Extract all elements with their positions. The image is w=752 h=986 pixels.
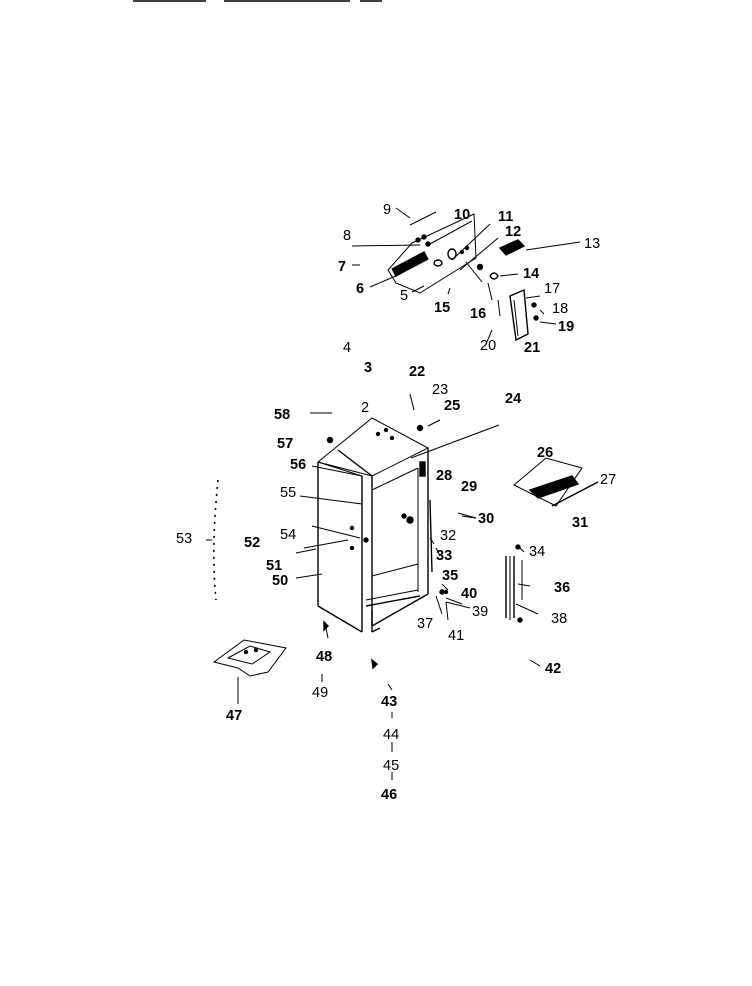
callout-32: 32: [440, 528, 456, 544]
callout-42: 42: [545, 661, 561, 677]
callout-26: 26: [537, 445, 553, 461]
callout-6: 6: [356, 281, 364, 297]
callout-41: 41: [448, 628, 464, 644]
callout-37: 37: [417, 616, 433, 632]
callout-38: 38: [551, 611, 567, 627]
callout-2: 2: [361, 400, 369, 416]
callout-48: 48: [316, 649, 332, 665]
leader-lines: [206, 207, 581, 667]
callout-56: 56: [290, 457, 306, 473]
callout-21: 21: [524, 340, 540, 356]
bottom-panel: [212, 639, 287, 704]
callout-49: 49: [312, 685, 328, 701]
callout-8: 8: [343, 228, 351, 244]
hinge-parts: [435, 544, 523, 623]
callout-20: 20: [480, 338, 496, 354]
callout-15: 15: [434, 300, 450, 316]
callout-28: 28: [436, 468, 452, 484]
callout-53: 53: [176, 531, 192, 547]
callout-18: 18: [552, 301, 568, 317]
callout-23: 23: [432, 382, 448, 398]
shelf-assembly: [513, 457, 599, 507]
callout-40: 40: [461, 586, 477, 602]
callout-35: 35: [442, 568, 458, 584]
callout-46: 46: [381, 787, 397, 803]
callout-57: 57: [277, 436, 293, 452]
callout-5: 5: [400, 288, 408, 304]
callout-51: 51: [266, 558, 282, 574]
callout-14: 14: [523, 266, 539, 282]
callout-33: 33: [436, 548, 452, 564]
callout-24: 24: [505, 391, 521, 407]
callout-39: 39: [472, 604, 488, 620]
callout-27: 27: [600, 472, 616, 488]
callout-19: 19: [558, 319, 574, 335]
callout-30: 30: [478, 511, 494, 527]
callout-43: 43: [381, 694, 397, 710]
fasteners: [321, 537, 435, 780]
callout-22: 22: [409, 364, 425, 380]
callout-4: 4: [343, 340, 351, 356]
callout-11: 11: [498, 209, 513, 225]
callout-labels: 2 3 4 5 6 7 8 9 10 11 12 13 14 15 16 17 …: [176, 202, 616, 803]
callout-7: 7: [338, 259, 346, 275]
callout-34: 34: [529, 544, 545, 560]
callout-12: 12: [505, 224, 521, 240]
callout-52: 52: [244, 535, 260, 551]
callout-29: 29: [461, 479, 477, 495]
callout-13: 13: [584, 236, 600, 252]
callout-9: 9: [383, 202, 391, 218]
callout-47: 47: [226, 708, 242, 724]
callout-44: 44: [383, 727, 399, 743]
drain-tube: [213, 479, 219, 601]
callout-36: 36: [554, 580, 570, 596]
callout-50: 50: [272, 573, 288, 589]
callout-17: 17: [544, 281, 560, 297]
callout-54: 54: [280, 527, 296, 543]
callout-3: 3: [364, 360, 372, 376]
callout-55: 55: [280, 485, 296, 501]
callout-31: 31: [572, 515, 588, 531]
cabinet-shell: [295, 412, 500, 633]
callout-45: 45: [383, 758, 399, 774]
callout-25: 25: [444, 398, 460, 414]
callout-10: 10: [454, 207, 470, 223]
callout-16: 16: [470, 306, 486, 322]
callout-58: 58: [274, 407, 290, 423]
